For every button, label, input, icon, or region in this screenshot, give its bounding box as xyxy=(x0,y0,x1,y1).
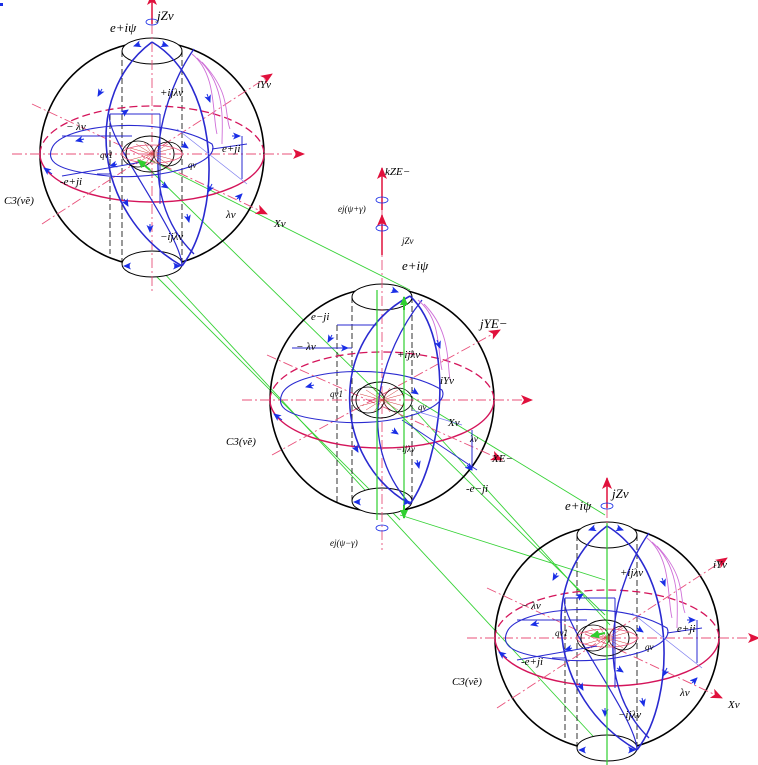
label-phase-lower: ej(ψ−γ) xyxy=(330,538,358,548)
corner-mark xyxy=(0,3,3,6)
label-minus-ij-lambda: −ijλν xyxy=(160,231,183,243)
label-q1-middle: qν1 xyxy=(330,389,343,399)
label-q2: qν xyxy=(188,160,197,170)
label-q1: qν1 xyxy=(100,150,113,160)
sphere-neutrino-bottom xyxy=(467,478,758,765)
label-e-plus-ji-right-bottom: e+ji xyxy=(677,623,695,635)
label-y-axis-e: jYE− xyxy=(478,316,508,331)
label-z-axis: jZν xyxy=(155,8,174,23)
label-x-axis: Xν xyxy=(273,218,286,230)
label-x-axis-middle: Xν xyxy=(447,417,460,429)
label-q2-bottom: qν xyxy=(645,642,654,652)
label-phase-top-middle: e+iψ xyxy=(402,258,429,273)
label-circle: C3(ν̃e) xyxy=(4,195,34,207)
label-e-plus-ji-left: -e+ji xyxy=(60,176,82,188)
labels-sphere-bottom: e+iψ jZν iYν Xν +ijλν − λν qν1 qν e+ji -… xyxy=(452,486,740,721)
label-circle-middle: C3(ν̃e) xyxy=(226,436,256,448)
label-minus-lambda-middle: − λν xyxy=(296,341,316,353)
label-z-axis-bottom: jZν xyxy=(610,486,629,501)
label-y-axis-bottom: iYν xyxy=(713,559,727,571)
label-minus-ij-lambda-bottom: −ijλν xyxy=(618,709,641,721)
label-q2-middle: qν xyxy=(418,402,427,412)
label-plus-ij-lambda: +ijλν xyxy=(160,87,183,99)
label-circle-bottom: C3(ν̃e) xyxy=(452,676,482,688)
sphere-electron-middle xyxy=(242,167,533,550)
label-phase-top: e+iψ xyxy=(110,20,137,35)
label-y-axis-middle: iYν xyxy=(440,375,454,387)
labels-sphere-middle: kZE− ej(ψ+γ) jZν e+iψ e−ji jYE− − λν +ij… xyxy=(226,166,513,548)
label-minus-ij-lambda-middle: −ijλν xyxy=(396,444,415,454)
label-lambda-middle: λν xyxy=(469,434,478,444)
label-q1-bottom: qν1 xyxy=(555,628,568,638)
labels-sphere-top: e+iψ jZν iYν Xν +ijλν − λν qν1 qν e+ji -… xyxy=(4,8,286,243)
label-x-axis-bottom: Xν xyxy=(727,699,740,711)
label-x-axis-e: XE− xyxy=(491,453,513,465)
label-e-plus-ji-left-bottom: -e+ji xyxy=(521,656,543,668)
label-y-axis: iYν xyxy=(257,79,271,91)
sphere-neutrino-top xyxy=(12,0,304,294)
label-plus-ij-lambda-middle: +ijλν xyxy=(397,349,420,361)
label-z-axis-middle: jZν xyxy=(401,236,414,246)
label-minus-lambda: − λν xyxy=(66,121,86,133)
label-e-minus-ji-lower: -e−ji xyxy=(466,483,488,495)
label-phase-top-bottom: e+iψ xyxy=(565,498,592,513)
label-lambda-bottom: λν xyxy=(679,687,690,699)
label-e-minus-ji-upper: e−ji xyxy=(311,311,329,323)
label-minus-lambda-bottom: − λν xyxy=(521,600,541,612)
label-k-axis: kZE− xyxy=(385,166,410,178)
label-lambda: λν xyxy=(225,209,236,221)
label-plus-ij-lambda-bottom: +ijλν xyxy=(620,567,643,579)
label-phase-upper: ej(ψ+γ) xyxy=(338,204,366,214)
label-e-plus-ji-right: e+ji xyxy=(222,143,240,155)
